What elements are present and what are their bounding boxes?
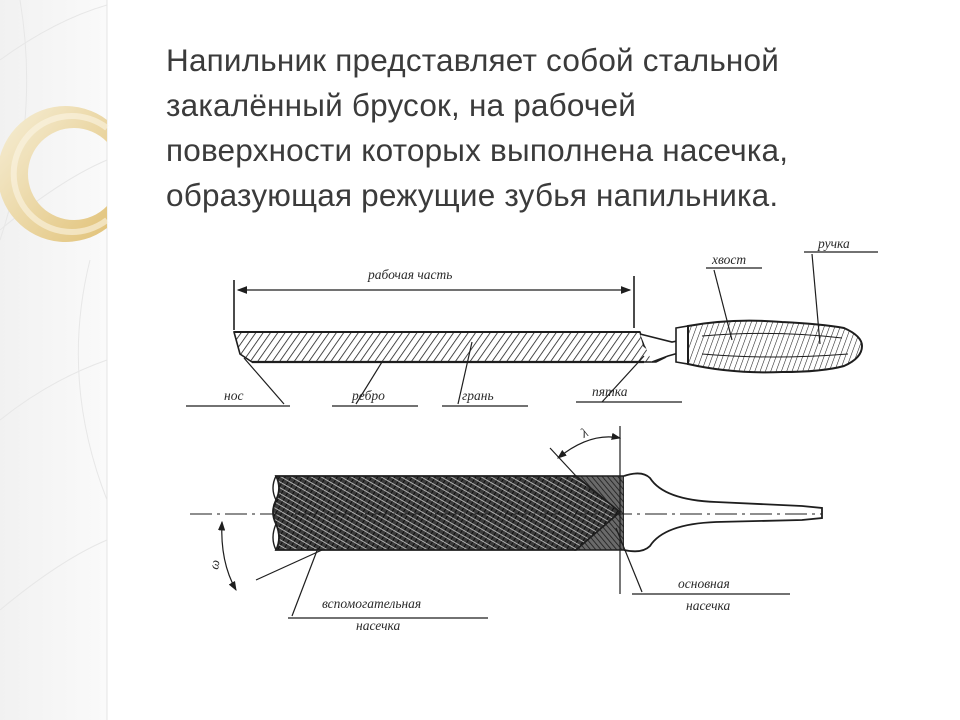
file-blade [232, 331, 667, 363]
heading-line: закалённый брусок, на рабочей [166, 87, 637, 123]
leader-heel [601, 355, 645, 403]
label-omega: ω [206, 559, 222, 571]
label-nose: нос [224, 388, 243, 403]
handle-ferrule [675, 325, 689, 365]
file-face-tang [623, 472, 823, 553]
label-main-cut-line1: основная [678, 576, 730, 591]
label-working-part: рабочая часть [367, 267, 452, 282]
handle-grain [701, 332, 849, 358]
lambda-line-angled [549, 447, 577, 477]
label-auxiliary-cut-line2: насечка [356, 618, 400, 633]
label-heel: пятка [592, 384, 628, 399]
label-handle: ручка [817, 236, 850, 251]
file-diagram: рабочая часть хвост ручка нос ребро гран… [172, 232, 900, 638]
leader-auxiliary [291, 547, 319, 617]
label-face: грань [462, 388, 494, 403]
label-main-cut-line2: насечка [686, 598, 730, 613]
omega-line-angled [255, 549, 323, 581]
omega-arc [217, 520, 237, 592]
decorative-ring-shadow [10, 113, 109, 235]
label-auxiliary-cut-line1: вспомогательная [322, 596, 421, 611]
leader-face [457, 341, 473, 405]
heading-line: образующая режущие зубья напильника. [166, 177, 779, 213]
leader-tang [713, 269, 733, 341]
leader-nose [243, 357, 285, 405]
file-face-heel [573, 475, 625, 551]
label-tang: хвост [711, 252, 746, 267]
leader-edge [355, 361, 383, 405]
file-face-view [190, 426, 823, 619]
file-handle [687, 319, 864, 374]
leader-handle [811, 253, 821, 345]
heading-line: поверхности которых выполнена насечка, [166, 132, 789, 168]
leader-main [615, 527, 643, 593]
file-face-body [272, 475, 622, 551]
label-edge: ребро [351, 388, 385, 403]
label-lambda: λ [577, 425, 591, 441]
heading-line: Напильник представляет собой стальной [166, 42, 780, 78]
slide-heading: Напильник представляет собой стальной за… [166, 38, 926, 218]
lambda-arc [557, 432, 622, 459]
file-side-view [186, 251, 878, 407]
